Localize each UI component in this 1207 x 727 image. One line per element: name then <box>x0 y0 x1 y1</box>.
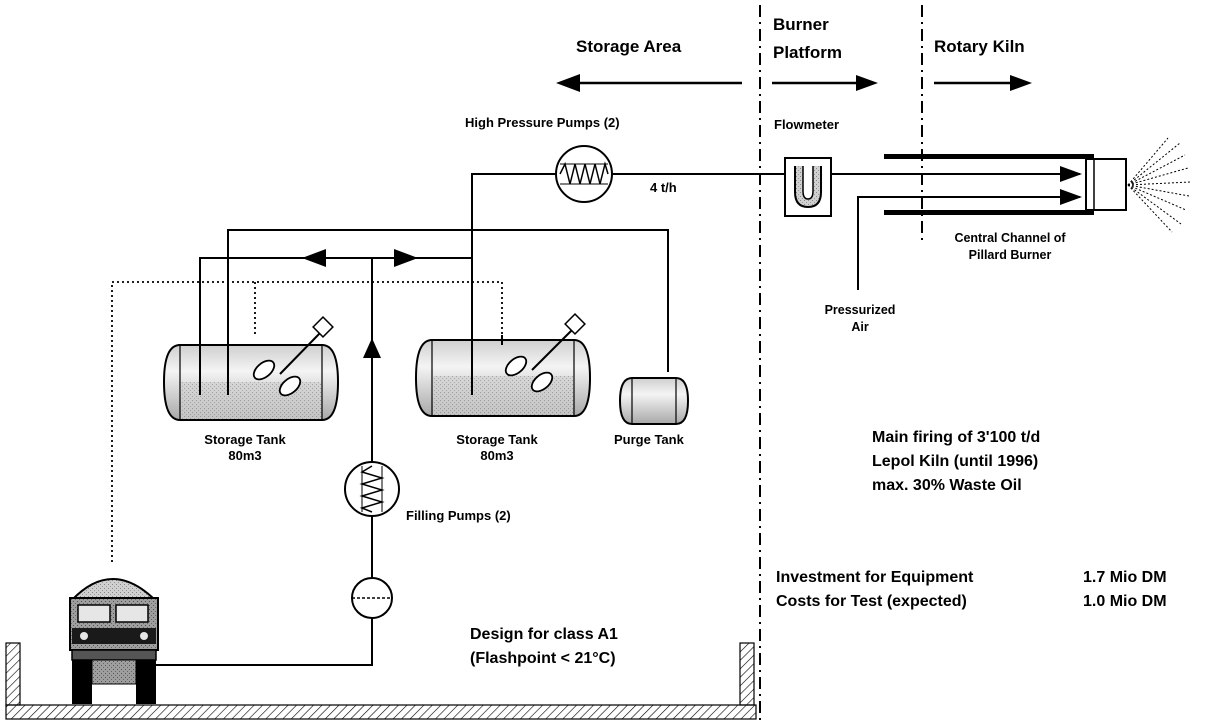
containment-basin <box>5 642 757 720</box>
cost-row-value: 1.7 Mio DM <box>1083 569 1167 586</box>
label-pressurized-air-line2: Air <box>851 320 869 334</box>
cost-row-label: Costs for Test (expected) <box>776 593 967 610</box>
flow-arrow-up <box>363 338 381 358</box>
label-central-channel-line1: Central Channel of <box>954 231 1066 245</box>
filling-pump-icon <box>344 461 400 517</box>
flow-arrow-burner-2 <box>1060 189 1082 205</box>
vapor-return-lines <box>111 281 503 562</box>
zone-label-rotary-kiln: Rotary Kiln <box>934 37 1025 56</box>
note-main-firing-line2: Lepol Kiln (until 1996) <box>872 453 1039 470</box>
purge-tank <box>618 377 690 425</box>
label-storage-tank-2-line2: 80m3 <box>480 448 514 463</box>
dip-pipes <box>199 335 503 395</box>
high-pressure-pump-icon <box>555 145 613 203</box>
rotary-kiln-arrow <box>934 75 1032 91</box>
label-pressurized-air-line1: Pressurized <box>824 303 896 317</box>
tanker-truck-icon <box>69 578 159 704</box>
note-main-firing-line3: max. 30% Waste Oil <box>872 477 1022 494</box>
cost-row-value: 1.0 Mio DM <box>1083 593 1167 610</box>
zone-label-burner-platform-line1: Burner <box>773 15 829 34</box>
label-storage-tank-2-line1: Storage Tank <box>456 432 538 447</box>
storage-tank-2 <box>414 313 592 417</box>
label-storage-tank-1-line2: 80m3 <box>228 448 262 463</box>
storage-tank-1 <box>162 316 340 421</box>
storage-area-arrow <box>556 74 742 92</box>
zone-label-storage-area: Storage Area <box>576 37 682 56</box>
flowmeter-icon <box>784 157 832 217</box>
note-main-firing-line1: Main firing of 3'100 t/d <box>872 429 1041 446</box>
cost-row-label: Investment for Equipment <box>776 569 974 586</box>
agitator-icon <box>504 313 586 393</box>
label-high-pressure-pumps: High Pressure Pumps (2) <box>465 115 620 130</box>
filter-icon <box>351 577 393 619</box>
spray-icon <box>1127 137 1191 233</box>
label-purge-tank: Purge Tank <box>614 432 684 447</box>
zone-label-burner-platform-line2: Platform <box>773 43 842 62</box>
flow-arrow-right <box>394 249 418 267</box>
label-storage-tank-1-line1: Storage Tank <box>204 432 286 447</box>
flow-arrow-burner-1 <box>1060 166 1082 182</box>
flow-arrow-left <box>302 249 326 267</box>
label-flow-rate: 4 t/h <box>650 180 677 195</box>
burner-platform-arrow <box>772 75 878 91</box>
note-design-line1: Design for class A1 <box>470 626 618 643</box>
pillard-burner <box>884 154 1127 215</box>
note-design-line2: (Flashpoint < 21°C) <box>470 650 616 667</box>
label-filling-pumps: Filling Pumps (2) <box>406 508 511 523</box>
label-central-channel-line2: Pillard Burner <box>968 248 1052 262</box>
label-flowmeter: Flowmeter <box>774 117 840 132</box>
agitator-icon <box>252 316 334 397</box>
